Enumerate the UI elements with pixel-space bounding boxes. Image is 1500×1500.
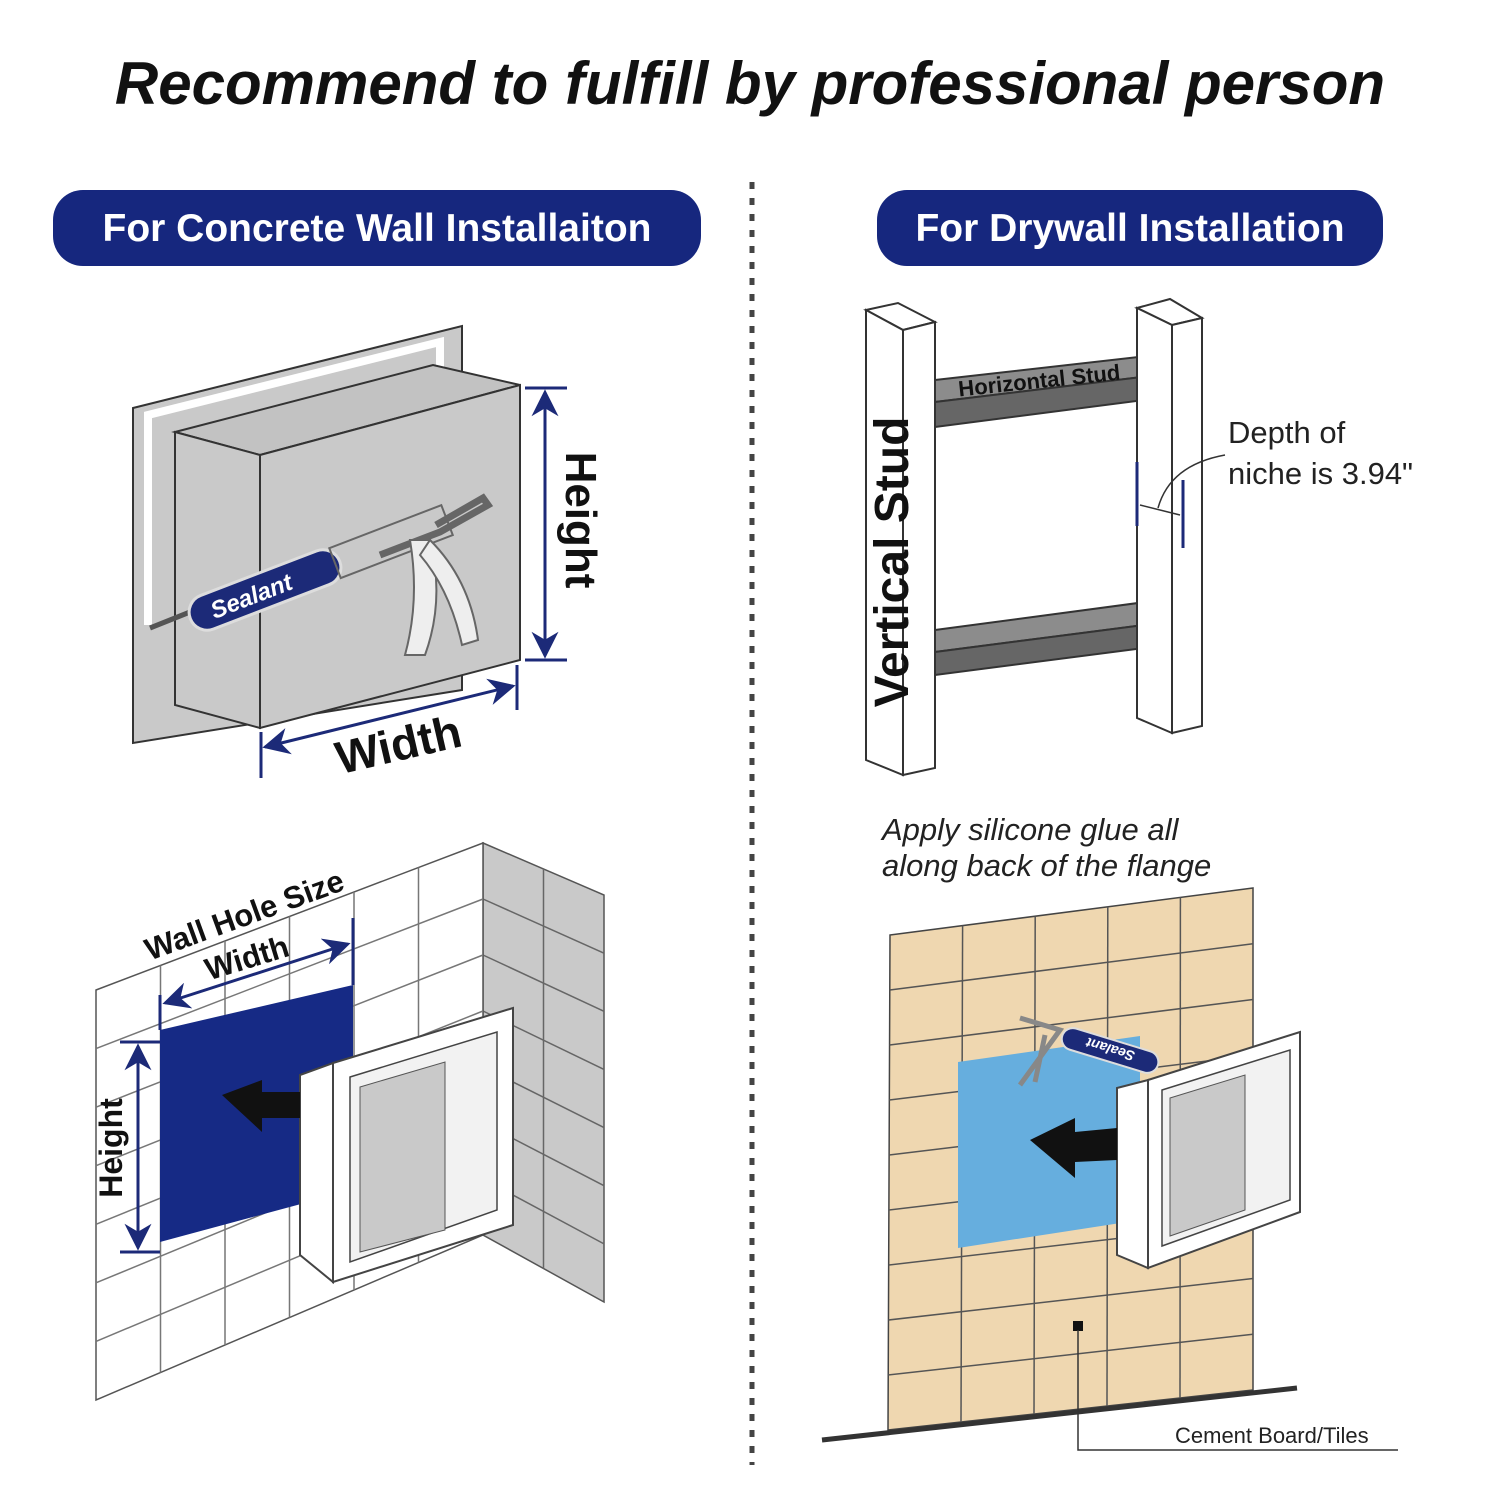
tile-grid-line xyxy=(888,1333,1254,1376)
leader-line xyxy=(1077,1330,1398,1451)
concrete-header-badge: For Concrete Wall Installaiton xyxy=(53,190,701,266)
drywall-header-badge: For Drywall Installation xyxy=(877,190,1383,266)
height-label: Height xyxy=(556,452,605,589)
vertical-stud-right xyxy=(1136,306,1173,735)
drywall-tile-wall-illustration: Apply silicone glue all along back of th… xyxy=(821,812,1398,1451)
instruction-line1: Apply silicone glue all xyxy=(880,812,1180,847)
hole-height-label: Height xyxy=(93,1098,129,1198)
depth-dimension: Depth of niche is 3.94" xyxy=(1135,415,1413,548)
stud-frame-illustration: Horizontal Stud Vertical Stud Depth of n… xyxy=(863,297,1413,777)
depth-text-line2: niche is 3.94" xyxy=(1228,456,1413,491)
concrete-niche-illustration: Sealant Height Width xyxy=(132,324,605,784)
depth-text-line1: Depth of xyxy=(1228,415,1346,450)
niche-front-face xyxy=(259,383,521,730)
concrete-tile-wall-illustration: Wall Hole Size Width Height xyxy=(93,841,605,1402)
vertical-stud-label: Vertical Stud xyxy=(866,417,919,708)
arrow-left-icon xyxy=(222,1080,300,1132)
floor-line xyxy=(821,1385,1298,1443)
sealant-bead xyxy=(144,336,444,625)
tile-grid-line xyxy=(482,954,605,1012)
page-title: Recommend to fulfill by professional per… xyxy=(115,50,1385,117)
caulk-gun-icon: Sealant xyxy=(149,493,494,656)
cement-board-label: Cement Board/Tiles xyxy=(1175,1423,1369,1448)
tile-grid-line xyxy=(888,1277,1254,1321)
concrete-header-text: For Concrete Wall Installaiton xyxy=(103,207,652,250)
drywall-header-text: For Drywall Installation xyxy=(915,207,1344,250)
leader-marker xyxy=(1073,1321,1083,1331)
width-label: Width xyxy=(331,705,467,784)
tile-grid-line xyxy=(482,898,605,954)
instruction-line2: along back of the flange xyxy=(882,848,1211,883)
tile-grid-line xyxy=(889,943,1254,991)
height-dimension: Height xyxy=(525,386,605,662)
tile-grid-line xyxy=(889,998,1254,1046)
arrow-left-icon xyxy=(1030,1118,1117,1178)
